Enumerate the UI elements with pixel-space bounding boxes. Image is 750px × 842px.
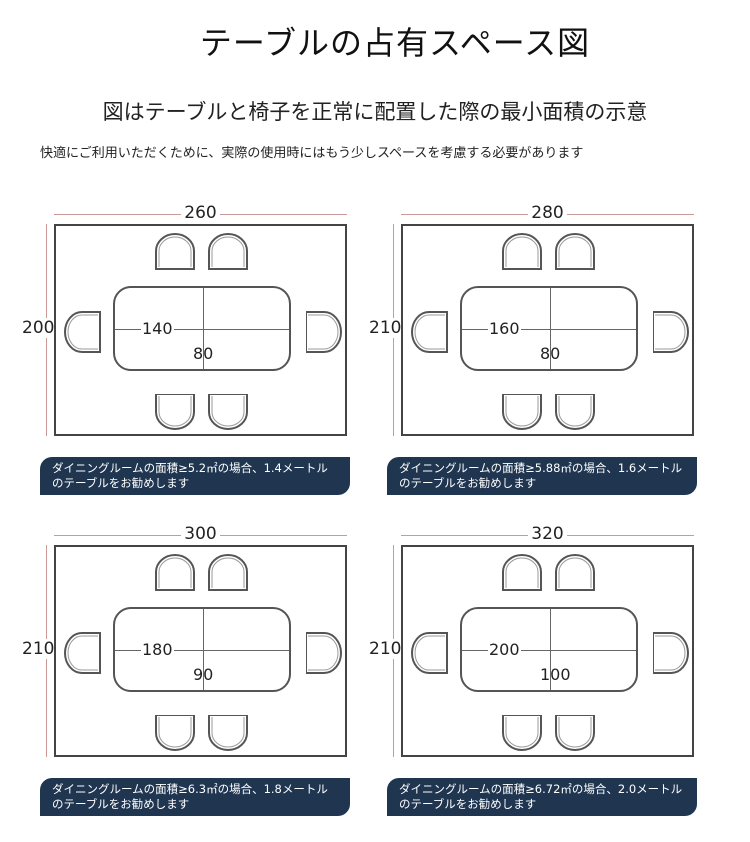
chair-top-left-icon (155, 554, 195, 591)
width-label-wrap: 320 (401, 524, 694, 544)
table-length-line (115, 329, 289, 330)
table-depth-label: 90 (193, 665, 214, 684)
floor-plan-panel: 320 210 200 100 ダイニングルームの面積≥6.72㎡の場合、2.0… (369, 521, 717, 816)
chair-top-right-icon (555, 554, 595, 591)
width-label-wrap: 280 (401, 203, 694, 223)
banner-line-1: ダイニングルームの面積≥6.3㎡の場合、1.8メートル (52, 782, 328, 796)
chair-top-right-icon (208, 554, 248, 591)
chair-bottom-left-icon (155, 394, 195, 430)
chair-right-icon (306, 311, 342, 353)
chair-right-icon (653, 311, 689, 353)
banner-line-2: のテーブルをお勧めします (52, 797, 190, 811)
chair-bottom-right-icon (208, 394, 248, 430)
width-label-wrap: 260 (54, 203, 347, 223)
floor-plan-panel: 280 210 160 80 ダイニングルームの面積≥5.88㎡の場合、1.6メ… (369, 200, 717, 495)
table-length-label: 200 (488, 640, 521, 659)
banner-line-2: のテーブルをお勧めします (399, 476, 537, 490)
room-height-label: 200 (22, 318, 55, 338)
room-outline: 140 80 (54, 224, 347, 436)
recommendation-banner: ダイニングルームの面積≥6.72㎡の場合、2.0メートル のテーブルをお勧めしま… (387, 778, 697, 816)
chair-bottom-right-icon (555, 715, 595, 751)
dining-table: 140 80 (113, 286, 291, 371)
table-depth-label: 80 (540, 344, 561, 363)
table-length-line (462, 650, 636, 651)
chair-bottom-right-icon (208, 715, 248, 751)
banner-line-1: ダイニングルームの面積≥5.88㎡の場合、1.6メートル (399, 461, 683, 475)
room-height-label: 210 (369, 639, 402, 659)
recommendation-banner: ダイニングルームの面積≥5.2㎡の場合、1.4メートル のテーブルをお勧めします (40, 457, 350, 495)
table-length-label: 140 (141, 319, 174, 338)
table-depth-label: 80 (193, 344, 214, 363)
subtitle: 図はテーブルと椅子を正常に配置した際の最小面積の示意 (102, 100, 648, 124)
table-length-line (115, 650, 289, 651)
recommendation-banner: ダイニングルームの面積≥6.3㎡の場合、1.8メートル のテーブルをお勧めします (40, 778, 350, 816)
table-depth-line (203, 288, 204, 369)
table-depth-label: 100 (540, 665, 571, 684)
chair-left-icon (64, 632, 101, 674)
chair-right-icon (653, 632, 689, 674)
note: 快適にご利用いただくために、実際の使用時にはもう少しスペースを考慮する必要があり… (40, 146, 584, 161)
chair-bottom-left-icon (502, 715, 542, 751)
room-width-label: 260 (181, 203, 220, 223)
chair-bottom-left-icon (502, 394, 542, 430)
banner-line-2: のテーブルをお勧めします (52, 476, 190, 490)
table-depth-line (550, 288, 551, 369)
chair-top-left-icon (502, 554, 542, 591)
room-width-label: 280 (528, 203, 567, 223)
room-width-label: 320 (528, 524, 567, 544)
room-width-label: 300 (181, 524, 220, 544)
banner-line-1: ダイニングルームの面積≥6.72㎡の場合、2.0メートル (399, 782, 683, 796)
chair-top-right-icon (555, 233, 595, 270)
table-length-label: 160 (488, 319, 521, 338)
dining-table: 160 80 (460, 286, 638, 371)
recommendation-banner: ダイニングルームの面積≥5.88㎡の場合、1.6メートル のテーブルをお勧めしま… (387, 457, 697, 495)
chair-top-left-icon (502, 233, 542, 270)
chair-bottom-left-icon (155, 715, 195, 751)
chair-right-icon (306, 632, 342, 674)
table-length-label: 180 (141, 640, 174, 659)
chair-top-right-icon (208, 233, 248, 270)
dining-table: 180 90 (113, 607, 291, 692)
banner-line-1: ダイニングルームの面積≥5.2㎡の場合、1.4メートル (52, 461, 328, 475)
width-label-wrap: 300 (54, 524, 347, 544)
room-height-label: 210 (369, 318, 402, 338)
banner-line-2: のテーブルをお勧めします (399, 797, 537, 811)
room-outline: 200 100 (401, 545, 694, 757)
chair-left-icon (64, 311, 101, 353)
page-title: テーブルの占有スペース図 (199, 24, 591, 62)
room-outline: 180 90 (54, 545, 347, 757)
table-depth-line (203, 609, 204, 690)
chair-left-icon (411, 632, 448, 674)
chair-top-left-icon (155, 233, 195, 270)
floor-plan-panel: 260 200 140 80 ダイニングルームの面積≥5.2㎡の場合、1.4メー… (22, 200, 370, 495)
chair-bottom-right-icon (555, 394, 595, 430)
chair-left-icon (411, 311, 448, 353)
floor-plan-panel: 300 210 180 90 ダイニングルームの面積≥6.3㎡の場合、1.8メー… (22, 521, 370, 816)
table-length-line (462, 329, 636, 330)
room-outline: 160 80 (401, 224, 694, 436)
table-depth-line (550, 609, 551, 690)
dining-table: 200 100 (460, 607, 638, 692)
room-height-label: 210 (22, 639, 55, 659)
